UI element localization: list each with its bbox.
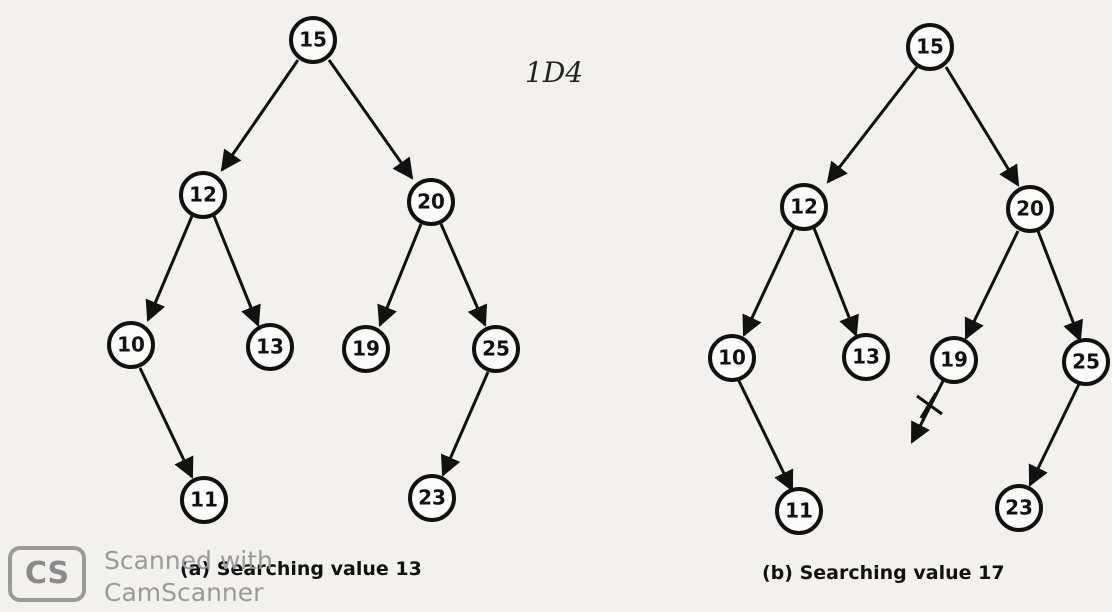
node-b-11: 11 [775,487,823,535]
node-a-10: 10 [107,321,155,369]
node-a-19: 19 [342,325,390,373]
handwritten-mark: 1D4 [525,56,583,89]
edge-20-19 [964,230,1020,340]
node-a-12: 12 [179,171,227,219]
node-label: 13 [852,345,880,369]
node-b-19: 19 [930,336,978,384]
edge-15-20 [944,66,1020,187]
node-label: 25 [482,337,510,361]
watermark-line-2: CamScanner [104,578,264,607]
node-label: 15 [916,35,944,59]
node-a-20: 20 [407,178,455,226]
node-label: 23 [418,486,446,510]
edge-25-23 [1028,383,1081,487]
node-label: 11 [785,499,813,523]
tree-b: 15 12 20 10 13 19 [708,23,1110,535]
caption-b: (b) Searching value 17 [762,562,1005,584]
node-b-13: 13 [842,333,890,381]
edge-15-20 [327,59,414,180]
node-label: 12 [790,195,818,219]
edge-12-10 [145,215,194,322]
node-b-12: 12 [780,183,828,231]
node-a-11: 11 [180,476,228,524]
tree-a-nodes: 15 12 20 10 13 19 [107,16,520,524]
node-a-25: 25 [472,325,520,373]
node-a-13: 13 [246,323,294,371]
edge-20-25 [439,223,488,327]
edge-19-null [910,378,946,444]
camscanner-logo-icon: CS [8,546,86,602]
edge-15-12 [220,59,300,172]
edge-20-25 [1036,230,1084,342]
node-label: 25 [1072,350,1100,374]
node-label: 20 [417,190,445,214]
edge-12-13 [812,227,859,337]
caption-a: (a) Searching value 13 [180,558,422,580]
node-label: 12 [189,183,217,207]
node-label: 19 [940,348,968,372]
edge-12-13 [212,215,261,327]
edge-10-11 [138,367,194,479]
not-found-cross-mark [916,392,943,419]
edge-20-19 [377,223,423,327]
node-a-15: 15 [289,16,337,64]
node-label: 15 [299,28,327,52]
edge-12-10 [742,227,796,337]
node-b-25: 25 [1062,338,1110,386]
node-b-10: 10 [708,334,756,382]
node-label: 13 [256,335,284,359]
node-label: 19 [352,337,380,361]
node-b-20: 20 [1006,185,1054,233]
node-label: 11 [190,488,218,512]
watermark-line-1: Scanned with [104,546,273,575]
tree-a: 15 12 20 10 13 19 [107,16,520,524]
node-label: 23 [1005,496,1033,520]
node-b-15: 15 [906,23,954,71]
node-label: 10 [718,346,746,370]
tree-b-edges [736,66,1084,492]
node-label: 20 [1016,197,1044,221]
node-label: 10 [117,333,145,357]
tree-a-edges [138,59,490,479]
edge-15-12 [826,66,919,184]
tree-b-nodes: 15 12 20 10 13 19 [708,23,1110,535]
edge-10-11 [736,378,794,492]
node-a-23: 23 [408,474,456,522]
edge-25-23 [440,371,490,477]
node-b-23: 23 [995,484,1043,532]
